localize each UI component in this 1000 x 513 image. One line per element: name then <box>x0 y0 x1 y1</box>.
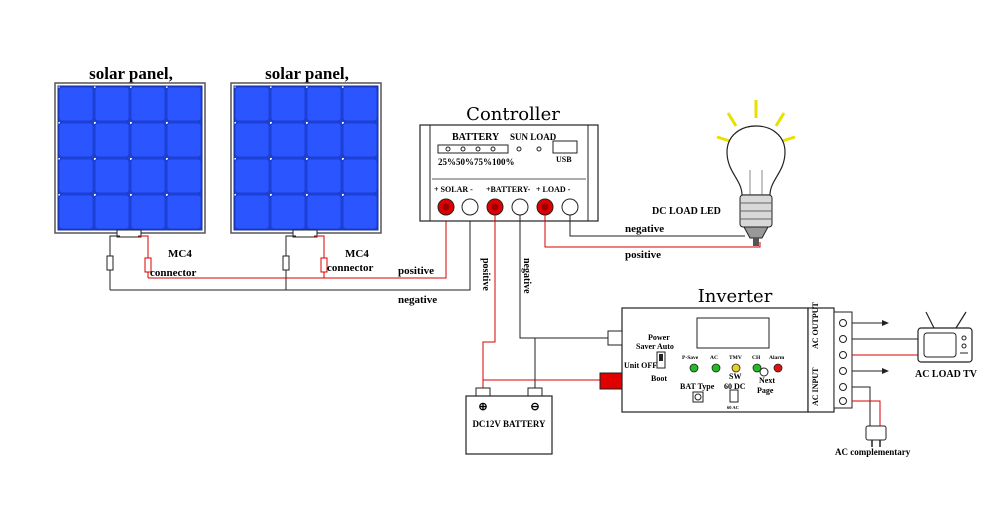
panel-2-title: solar panel, <box>265 64 349 83</box>
inverter-body <box>599 307 835 413</box>
bat-type-label: BAT Type <box>680 382 715 391</box>
controller-levels: 25%50%75%100% <box>438 157 515 167</box>
unit-off-label: Unit OFF <box>624 361 657 370</box>
panel-positive-label: positive <box>398 265 434 277</box>
tv-label: AC LOAD TV <box>915 369 978 380</box>
battery-negative-label: negative <box>521 258 532 294</box>
led-ch <box>752 363 762 373</box>
ac-output-label: AC OUTPUT <box>811 301 820 349</box>
terminal-solar-label: + SOLAR - <box>434 185 473 194</box>
solar-panel-1 <box>54 82 206 238</box>
controller-sun-load: SUN LOAD <box>510 132 557 142</box>
mc4-label-2a: MC4 <box>345 248 369 260</box>
terminal-load-label: + LOAD - <box>536 185 571 194</box>
battery-wiring <box>482 215 610 392</box>
panel-1-title: solar panel, <box>89 64 173 83</box>
battery-plus-symbol: ⊕ <box>478 401 487 413</box>
panel-negative-label: negative <box>398 294 437 306</box>
led-label-ch: CH <box>752 355 761 361</box>
load-wiring <box>544 215 761 248</box>
bulb-label: DC LOAD LED <box>652 206 721 217</box>
freq-label: 60 DC <box>724 382 746 391</box>
led-ac <box>711 363 721 373</box>
controller-terminals <box>437 198 579 216</box>
dc-load-led-bulb <box>716 100 796 246</box>
led-p-save <box>689 363 699 373</box>
inverter-small-text: 60 AC <box>727 405 739 410</box>
solar-panel-2 <box>230 82 382 238</box>
controller-usb: USB <box>556 155 572 164</box>
controller-battery-label: BATTERY <box>452 132 500 143</box>
terminal-battery-label: +BATTERY- <box>486 185 531 194</box>
inverter-terminal-block <box>833 311 853 409</box>
led-label-tmv: TMV <box>729 355 742 361</box>
next-page-label-1: Next <box>759 376 775 385</box>
ac-plug <box>865 425 887 447</box>
battery-label: DC12V BATTERY <box>472 419 546 429</box>
ac-input-label: AC INPUT <box>811 367 820 406</box>
battery-minus-symbol: ⊖ <box>530 401 539 413</box>
led-label-alarm: Alarm <box>769 355 785 361</box>
inverter-title: Inverter <box>698 286 773 307</box>
mc4-label-2b: connector <box>327 262 374 274</box>
mc4-label-1b: connector <box>150 267 197 279</box>
inverter-leds <box>689 363 783 373</box>
power-saver-label-2: Saver Auto <box>636 342 674 351</box>
led-label-ac: AC <box>710 355 718 361</box>
led-tmv <box>731 363 741 373</box>
load-negative-label: negative <box>625 223 664 235</box>
boot-label: Boot <box>651 374 667 383</box>
load-positive-label: positive <box>625 249 661 261</box>
sw-label: SW <box>729 372 741 381</box>
ac-wiring <box>852 320 918 430</box>
ac-load-tv <box>917 311 973 363</box>
panel-wiring <box>106 212 471 291</box>
next-page-label-2: Page <box>757 386 774 395</box>
led-alarm <box>773 363 783 373</box>
ac-complementary-label: AC complementary <box>835 447 911 457</box>
controller-title: Controller <box>466 104 560 125</box>
mc4-label-1a: MC4 <box>168 248 192 260</box>
led-label-p-save: P-Save <box>682 355 699 361</box>
power-saver-label-1: Power <box>648 333 670 342</box>
battery-positive-label: positive <box>480 258 491 291</box>
dc12v-battery <box>465 387 553 455</box>
